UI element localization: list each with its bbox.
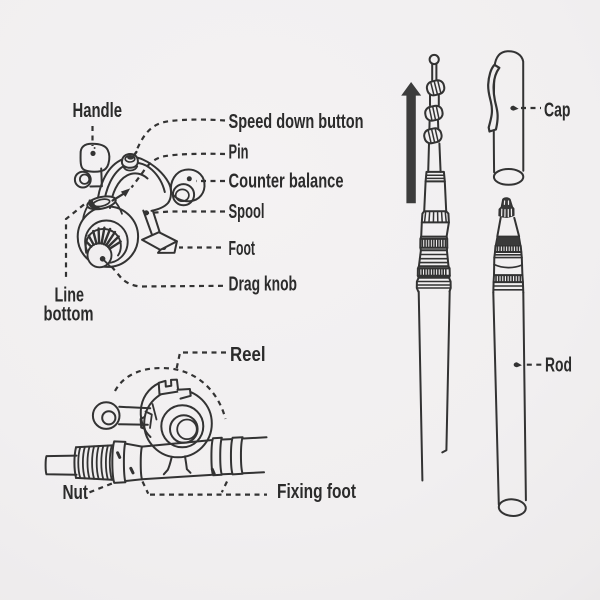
svg-text:Handle: Handle	[73, 100, 123, 122]
svg-text:Foot: Foot	[229, 238, 256, 260]
svg-text:Reel: Reel	[230, 344, 266, 366]
svg-text:Drag knob: Drag knob	[229, 274, 298, 296]
svg-text:Fixing foot: Fixing foot	[277, 481, 356, 503]
svg-text:Cap: Cap	[544, 100, 571, 122]
svg-text:Counter balance: Counter balance	[229, 171, 344, 193]
svg-text:Spool: Spool	[229, 201, 265, 223]
svg-text:Pin: Pin	[229, 142, 249, 164]
svg-text:Speed down button: Speed down button	[229, 111, 364, 133]
svg-text:Line: Line	[55, 285, 85, 307]
svg-text:Rod: Rod	[545, 355, 572, 377]
svg-text:bottom: bottom	[44, 304, 94, 326]
svg-text:Nut: Nut	[63, 482, 89, 504]
